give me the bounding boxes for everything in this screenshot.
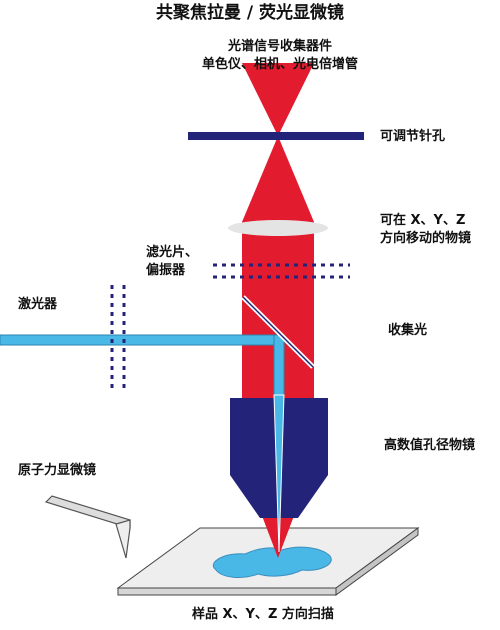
afm-tip <box>115 519 131 559</box>
diagram-title: 共聚焦拉曼 / 荧光显微镜 <box>155 3 345 23</box>
dichroic-mirror-edge <box>242 296 314 368</box>
laser-beam-vertical <box>273 334 285 396</box>
filter-label-line2: 偏振器 <box>146 263 186 278</box>
sample-scan-label: 样品 X、Y、Z 方向扫描 <box>192 607 334 622</box>
beam-lower-cone <box>242 136 314 222</box>
laser-beam-horizontal <box>0 334 285 346</box>
sample-blob <box>213 546 332 578</box>
filter-label-line1: 滤光片、 <box>146 245 199 260</box>
movable-lens <box>228 220 328 236</box>
detector-label: 光谱信号收集器件 单色仪、相机、光电倍增管 <box>170 38 390 74</box>
laser-label: 激光器 <box>18 297 58 312</box>
sample-stage-front-edge <box>117 587 337 596</box>
afm-label: 原子力显微镜 <box>18 463 97 478</box>
pinhole-label: 可调节针孔 <box>380 129 446 144</box>
movable-lens-label-line1: 可在 X、Y、Z <box>380 213 466 228</box>
detector-label-line1: 光谱信号收集器件 <box>227 39 332 54</box>
pinhole-bar <box>188 132 364 140</box>
movable-lens-label-line2: 方向移动的物镜 <box>380 231 472 246</box>
beam-upper-cone <box>242 63 314 136</box>
movable-lens-label: 可在 X、Y、Z 方向移动的物镜 <box>380 212 471 248</box>
collected-light-label: 收集光 <box>388 323 428 338</box>
detector-label-line2: 单色仪、相机、光电倍增管 <box>201 57 358 72</box>
filter-label: 滤光片、 偏振器 <box>146 244 198 280</box>
objective-label: 高数值孔径物镜 <box>384 438 476 453</box>
laser-focus-beam <box>273 394 285 553</box>
sample-stage-side-edge <box>335 527 419 596</box>
